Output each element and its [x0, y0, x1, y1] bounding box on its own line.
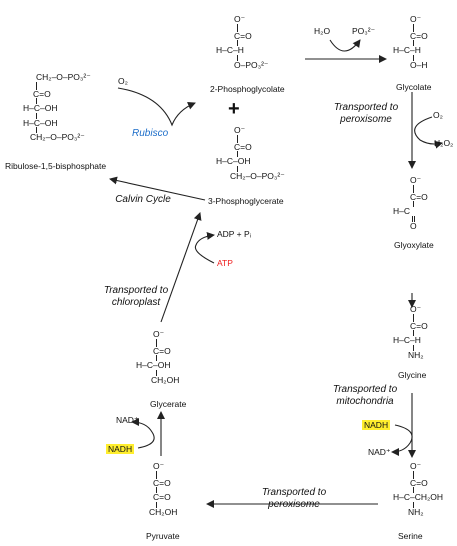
calvin-cycle-label: Calvin Cycle	[115, 194, 171, 205]
h2o2-product: H₂O₂	[434, 138, 454, 148]
atp-curve	[194, 231, 215, 264]
ribulose-structure: CH₂–O–PO₃²⁻ C=O H–C–OH H–C–OH CH₂–O–PO₃²…	[23, 72, 91, 142]
water-phosphate-curve	[329, 39, 361, 52]
rubisco-label: Rubisco	[132, 128, 169, 139]
pyruvate-structure: O⁻ C=O C=O CH₂OH	[149, 461, 178, 517]
transport-chloroplast: Transported to chloroplast	[103, 285, 169, 308]
glycerate-label: Glycerate	[150, 399, 187, 409]
transport-peroxisome-1: Transported to peroxisome	[333, 102, 399, 125]
o2-h2o2-curve	[414, 116, 443, 149]
ribulose-label: Ribulose-1,5-bisphosphate	[5, 161, 107, 171]
transport-mitochondria: Transported to mitochondria	[332, 384, 398, 407]
glycolate-structure: O⁻ C=O H–C–H O–H	[393, 14, 428, 70]
phosphoglycerate-label: 3-Phosphoglycerate	[208, 196, 284, 206]
glyoxylate-structure: O⁻ C=O H–C O	[393, 175, 428, 231]
calvin-cycle-arrow	[109, 176, 206, 201]
nadh-reagent-2: NADH	[106, 444, 135, 454]
adp-product: ADP + Pᵢ	[217, 229, 252, 239]
serine-structure: O⁻ C=O H–C–CH₂OH NH₂	[393, 461, 444, 517]
phosphoglycolate-label: 2-Phosphoglycolate	[210, 84, 285, 94]
transport-peroxisome-2: Transported to peroxisome	[261, 487, 327, 510]
atp-reagent: ATP	[217, 258, 233, 268]
nadh-curve-2	[131, 418, 155, 449]
nad-product-1: NAD⁺	[368, 447, 391, 457]
nadh-curve-1	[391, 424, 413, 456]
to-3pg-arrow	[160, 212, 202, 323]
o2-reagent: O₂	[118, 76, 128, 86]
phosphoglycerate-structure: O⁻ C=O H–C–OH CH₂–O–PO₃²⁻	[216, 125, 285, 181]
glyoxylate-label: Glyoxylate	[394, 240, 434, 250]
glycine-label: Glycine	[398, 370, 427, 380]
nadh-reagent-1: NADH	[362, 420, 391, 430]
nad-product-2: NAD⁺	[116, 415, 139, 425]
serine-label: Serine	[398, 531, 423, 541]
plus-sign: +	[228, 98, 240, 120]
phosphate-product: PO₃²⁻	[352, 26, 376, 36]
glycine-structure: O⁻ C=O H–C–H NH₂	[393, 304, 428, 360]
phosphoglycolate-structure: O⁻ C=O H–C–H O–PO₃²⁻	[216, 14, 269, 70]
h2o-reagent: H₂O	[314, 26, 331, 36]
glycolate-label: Glycolate	[396, 82, 432, 92]
pyruvate-label: Pyruvate	[146, 531, 180, 541]
glycerate-structure: O⁻ C=O H–C–OH CH₂OH	[136, 329, 180, 385]
o2-reagent-2: O₂	[433, 110, 443, 120]
rubisco-arrow	[117, 87, 196, 127]
